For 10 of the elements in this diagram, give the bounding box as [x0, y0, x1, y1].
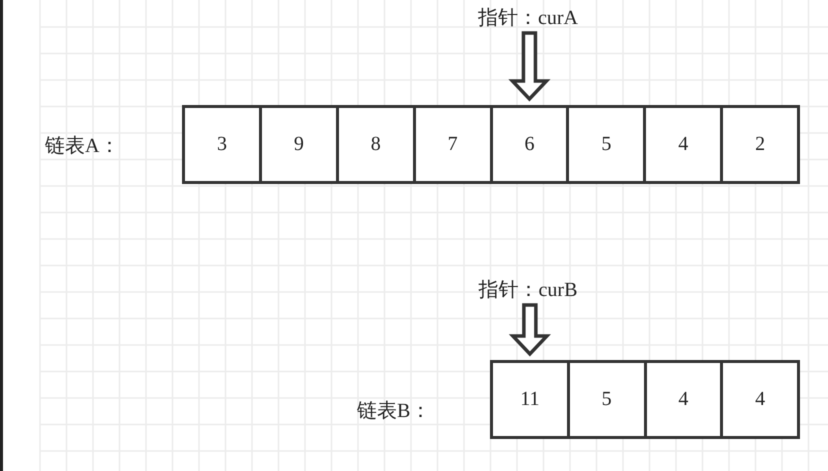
list-label: 链表B：: [357, 399, 430, 424]
list-cell: 2: [720, 105, 800, 184]
block-arrow: [508, 31, 550, 102]
list-cell: 3: [182, 105, 262, 184]
list-cell: 4: [720, 360, 800, 439]
pointer-label: 指针：curB: [478, 276, 578, 303]
block-arrow: [508, 303, 551, 357]
list-cell: 11: [490, 360, 570, 439]
list-label: 链表A：: [45, 134, 120, 159]
pointer-label: 指针：curA: [478, 4, 578, 31]
